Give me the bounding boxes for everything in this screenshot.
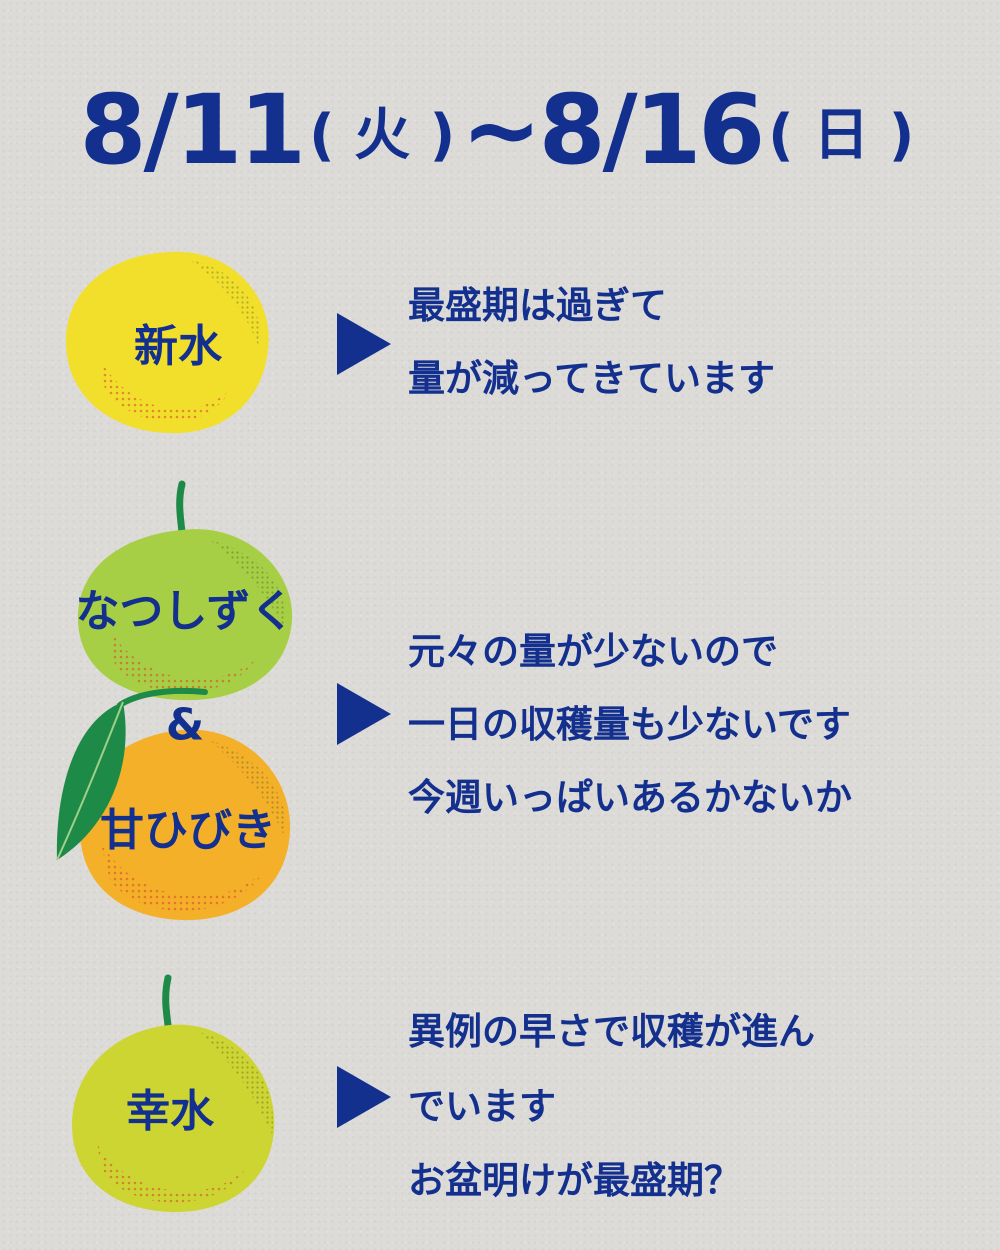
date-range-title: 8/11 ( 火 ) ~ 8/16 ( 日 ) xyxy=(0,74,1000,186)
variety-name-shinsui: 新水 xyxy=(134,321,222,372)
pear-icon-amahibiki xyxy=(79,729,291,921)
description-line: 一日の収穫量も少ないです xyxy=(408,703,851,746)
variety-name-amahibiki: 甘ひびき xyxy=(100,805,276,856)
end-date: 8/16 xyxy=(538,74,765,186)
description-line: 最盛期は過ぎて xyxy=(408,284,667,327)
variety-connector: & xyxy=(165,699,205,751)
pear-icon-shinsui xyxy=(65,251,269,434)
arrow-right-triangle-icon xyxy=(337,313,391,375)
pear-icon-natsushizuku xyxy=(78,480,293,701)
arrow-right-triangle-icon xyxy=(337,683,391,745)
description-line: 今週いっぱいあるかないか xyxy=(408,776,852,819)
description-line: 量が減ってきています xyxy=(408,357,776,400)
description-line: でいます xyxy=(408,1085,556,1128)
variety-name-natsushizuku: なつしずく xyxy=(75,586,295,637)
variety-name-kousui: 幸水 xyxy=(126,1086,214,1137)
leaf-icon xyxy=(56,687,208,861)
arrow-right-triangle-icon xyxy=(337,1066,391,1128)
range-separator: ~ xyxy=(461,74,541,186)
start-day: ( 火 ) xyxy=(309,102,456,168)
description-line: 元々の量が少ないので xyxy=(408,630,778,673)
pear-icon-kousui xyxy=(72,974,275,1213)
start-date: 8/11 xyxy=(79,74,306,186)
description-line: 異例の早さで収穫が進ん xyxy=(408,1010,815,1053)
end-day: ( 日 ) xyxy=(768,102,915,168)
description-line: お盆明けが最盛期？ xyxy=(408,1159,741,1202)
